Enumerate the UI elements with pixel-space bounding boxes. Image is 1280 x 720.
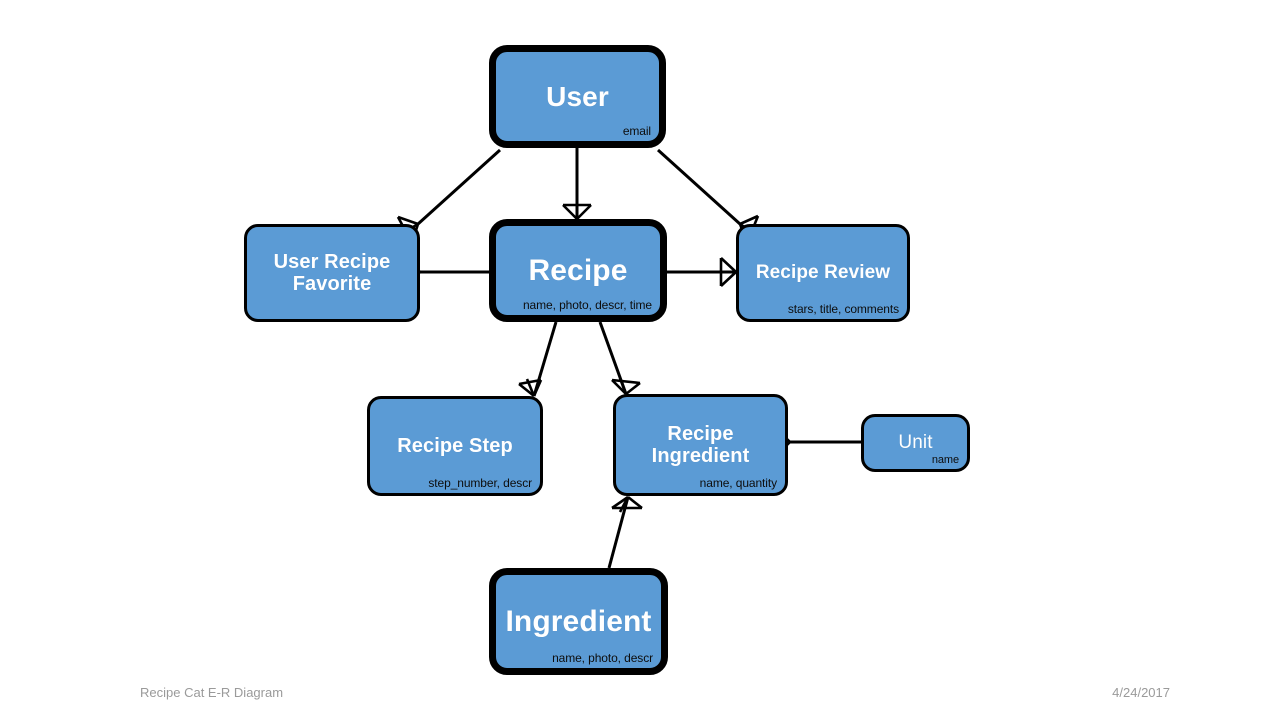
crowfoot-ingredient-ringredient — [611, 495, 643, 513]
entity-recipe-attributes: name, photo, descr, time — [522, 298, 652, 312]
entity-user-recipe-favorite[interactable]: User Recipe Favorite — [244, 224, 420, 322]
entity-ingredient[interactable]: Ingredient name, photo, descr — [489, 568, 668, 675]
edge-recipe-ringredient — [598, 321, 628, 395]
edge-recipe-step — [532, 321, 558, 397]
entity-name-line-1: User Recipe — [273, 250, 391, 273]
edge-user-review — [656, 148, 742, 226]
edge-ingredient-ringredient — [607, 496, 630, 569]
entity-unit-attributes: name — [931, 454, 959, 466]
entity-name-line-2: Ingredient — [651, 445, 750, 467]
entity-name-line-1: Recipe — [667, 422, 734, 445]
entity-unit-name: Unit — [898, 432, 933, 454]
edge-user-favorite — [416, 148, 502, 226]
entity-user-attributes: email — [622, 124, 651, 138]
entity-recipe-step-attributes: step_number, descr — [428, 476, 532, 490]
crowfoot-recipe-step — [518, 378, 543, 398]
entity-recipe-name: Recipe — [528, 253, 628, 287]
crowfoot-user-recipe — [562, 203, 592, 220]
entity-recipe-ingredient-attributes: name, quantity — [699, 476, 777, 490]
entity-user[interactable]: User email — [489, 45, 666, 148]
slide-footer-date: 4/24/2017 — [1112, 685, 1170, 700]
entity-recipe-review[interactable]: Recipe Review stars, title, comments — [736, 224, 910, 322]
entity-recipe[interactable]: Recipe name, photo, descr, time — [489, 219, 667, 322]
entity-unit[interactable]: Unit name — [861, 414, 970, 472]
entity-recipe-ingredient-name: Recipe Ingredient — [616, 423, 785, 468]
entity-ingredient-name: Ingredient — [505, 604, 652, 638]
entity-ingredient-attributes: name, photo, descr — [552, 651, 653, 665]
entity-user-recipe-favorite-name: User Recipe Favorite — [247, 251, 417, 296]
entity-recipe-step[interactable]: Recipe Step step_number, descr — [367, 396, 543, 496]
entity-user-name: User — [546, 80, 609, 112]
slide-footer-title: Recipe Cat E-R Diagram — [140, 685, 284, 700]
entity-name-line-2: Favorite — [292, 273, 372, 295]
entity-recipe-review-attributes: stars, title, comments — [787, 302, 899, 316]
crowfoot-recipe-review — [719, 257, 737, 287]
entity-recipe-review-name: Recipe Review — [755, 262, 891, 284]
entity-recipe-step-name: Recipe Step — [397, 434, 513, 457]
crowfoot-recipe-ringredient — [611, 377, 641, 396]
entity-recipe-ingredient[interactable]: Recipe Ingredient name, quantity — [613, 394, 788, 496]
